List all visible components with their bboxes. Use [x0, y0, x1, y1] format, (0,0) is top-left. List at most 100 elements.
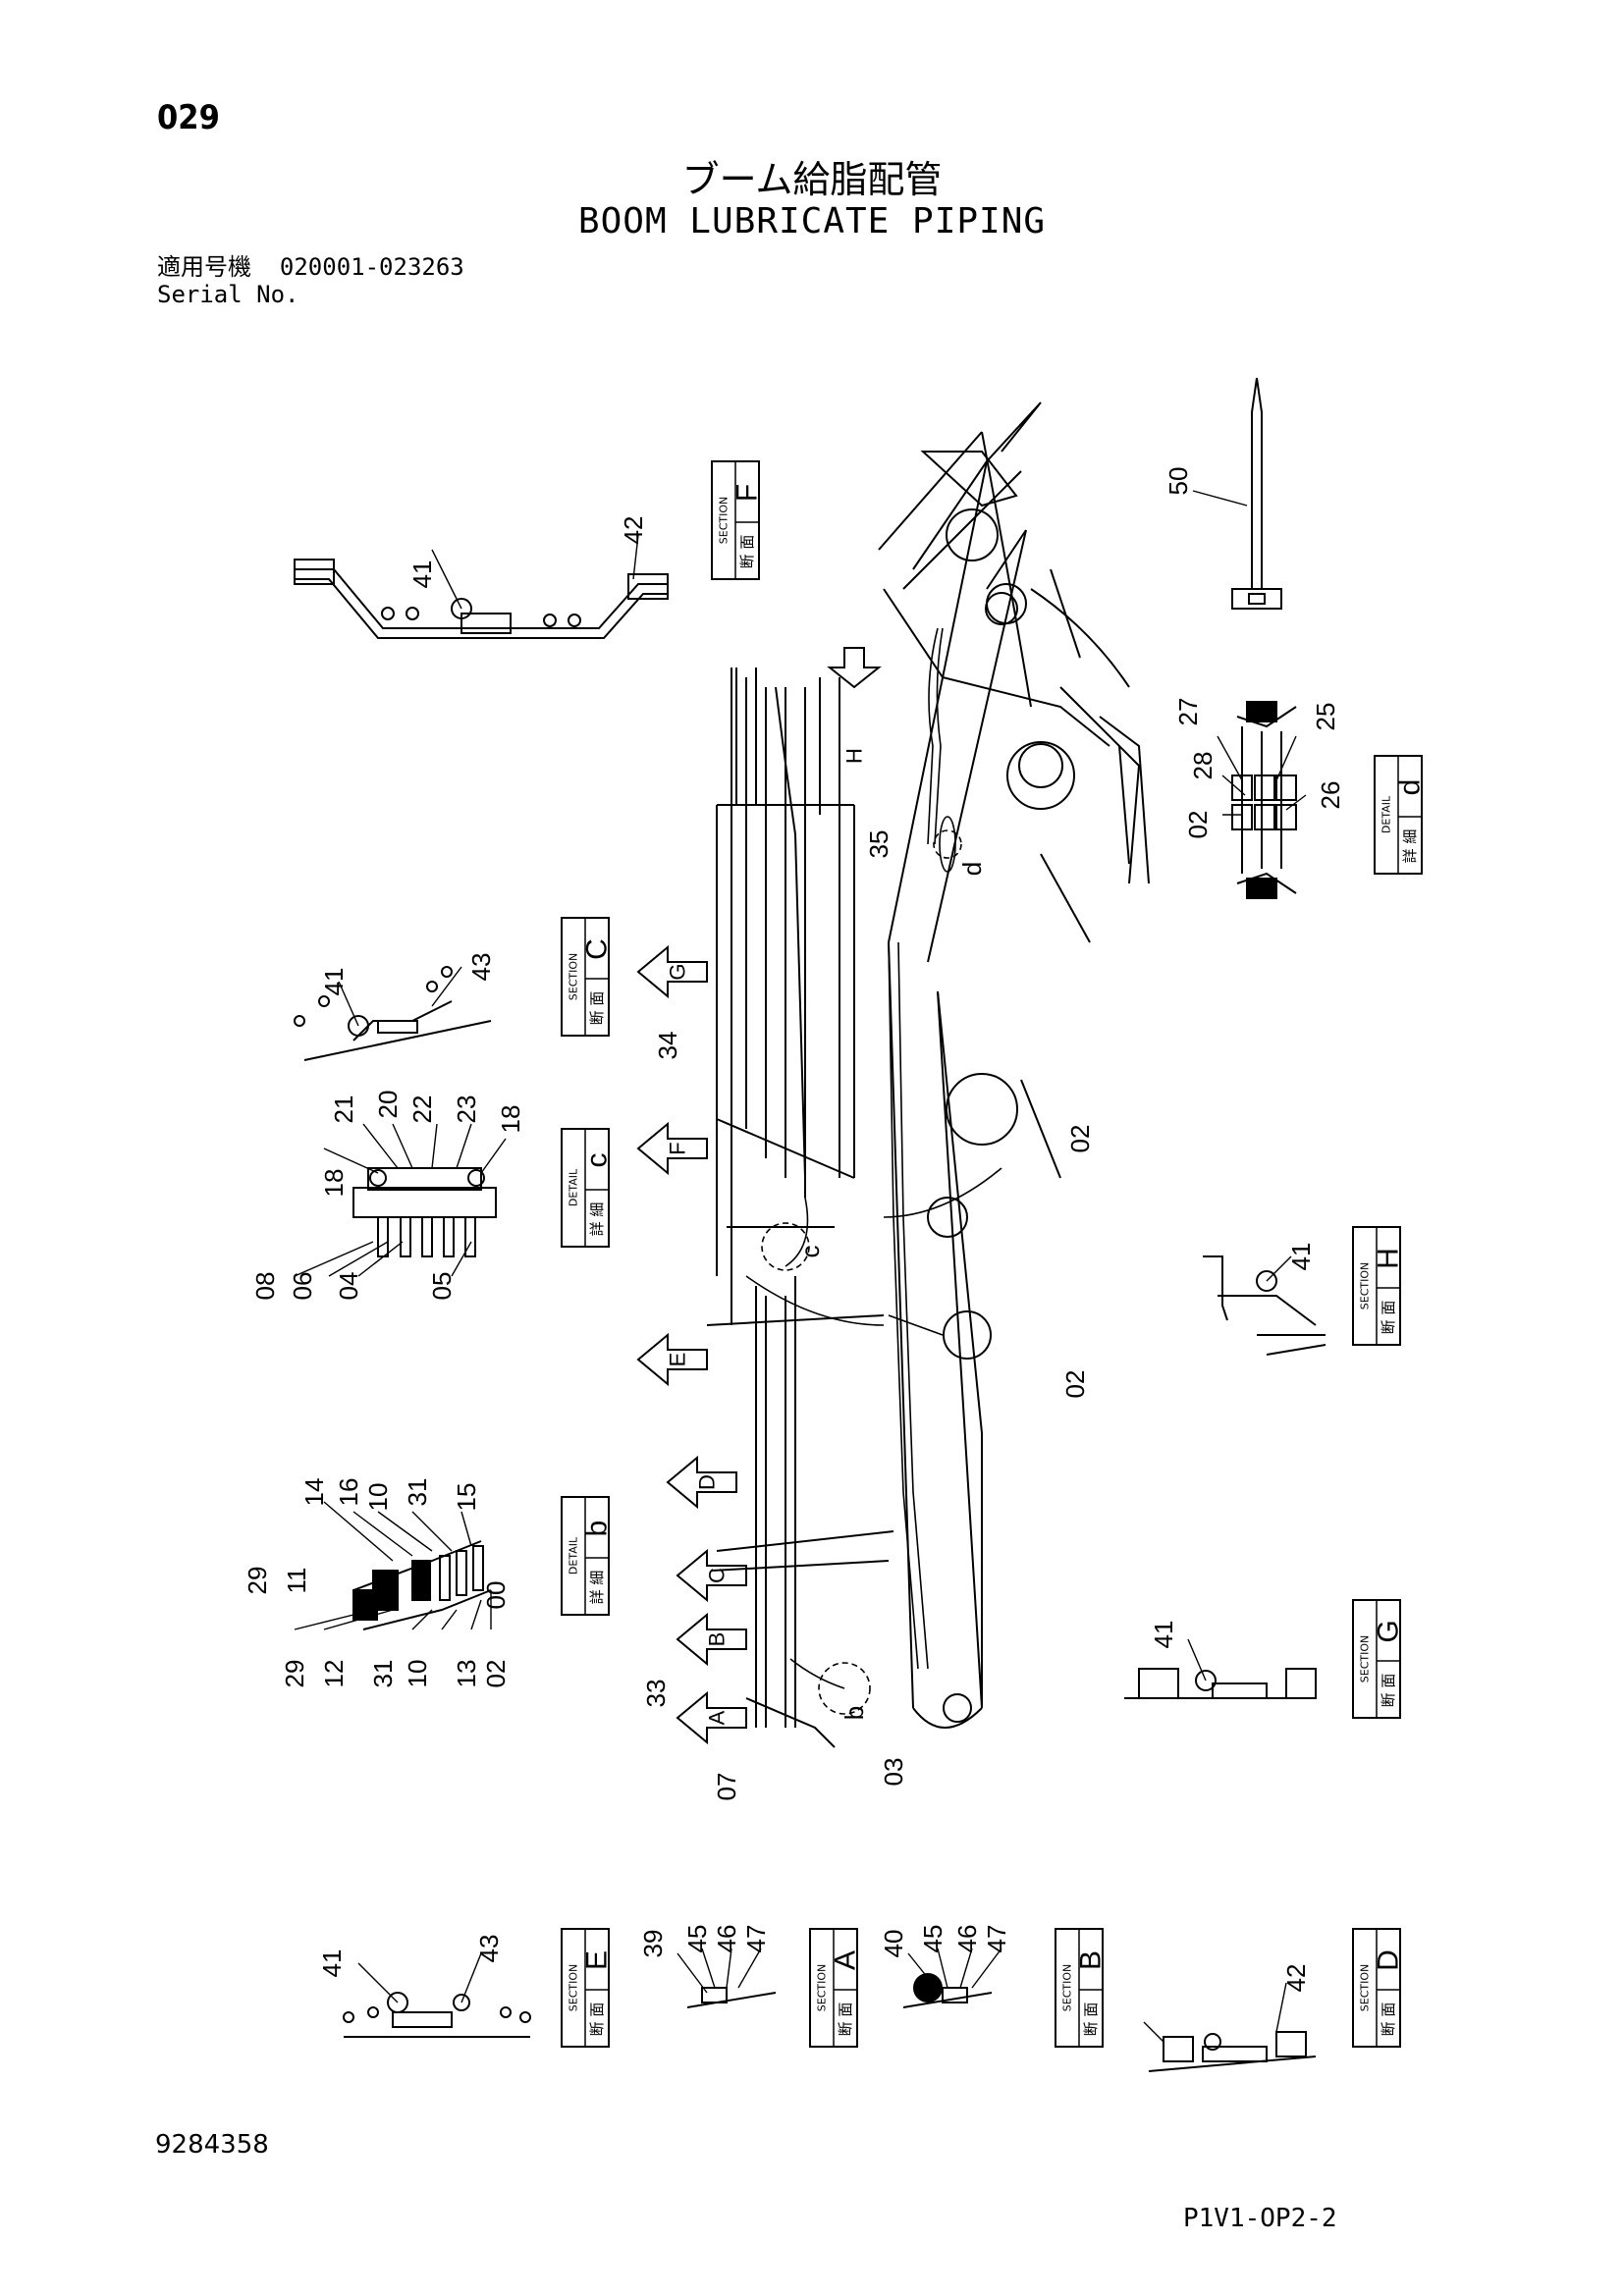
boom-cylinders — [706, 667, 894, 1748]
part-number-50: 50 — [1164, 467, 1193, 496]
section-C-label-box: C 断 面 SECTION — [561, 917, 614, 1037]
detail-marker-c: c — [795, 1246, 825, 1258]
detail-b-sketch — [294, 1501, 492, 1630]
part-number-41: 41 — [319, 968, 349, 996]
part-number-46: 46 — [712, 1925, 741, 1953]
part-number-18: 18 — [319, 1169, 349, 1198]
part-number-28: 28 — [1188, 752, 1218, 780]
box-letter: F — [731, 484, 764, 502]
box-letter: H — [1373, 1248, 1405, 1269]
box-english-label: SECTION — [568, 953, 580, 1000]
part-number-18: 18 — [496, 1105, 525, 1134]
part-number-47: 47 — [741, 1925, 771, 1953]
box-japanese-label: 断 面 — [837, 2002, 854, 2037]
part-number-34: 34 — [653, 1032, 682, 1060]
box-letter: d — [1394, 779, 1427, 796]
view-arrow-H: H — [842, 748, 867, 764]
detail-c-sketch — [294, 1123, 507, 1277]
view-arrow-D: D — [695, 1474, 720, 1490]
part-number-41: 41 — [1286, 1243, 1316, 1271]
sheet-code: P1V1-OP2-2 — [1183, 2204, 1337, 2233]
part-number-27: 27 — [1173, 698, 1203, 726]
serial-info: 適用号機 020001-023263 Serial No. — [157, 253, 464, 308]
part-number-06: 06 — [288, 1272, 317, 1301]
part-number-08: 08 — [250, 1272, 280, 1301]
box-english-label: SECTION — [718, 497, 731, 544]
view-arrow-B: B — [705, 1632, 730, 1647]
detail-c-label-box: c 詳 細 DETAIL — [561, 1128, 614, 1248]
part-number-39: 39 — [638, 1930, 668, 1958]
serial-range: 020001-023263 — [279, 253, 464, 281]
part-number-05: 05 — [427, 1272, 457, 1301]
part-number-41: 41 — [1149, 1621, 1178, 1649]
detail-marker-d: d — [957, 862, 987, 876]
box-japanese-label: 断 面 — [738, 535, 756, 569]
box-japanese-label: 断 面 — [1380, 1301, 1397, 1335]
box-letter: c — [581, 1153, 614, 1168]
section-h-sketch — [1203, 1255, 1326, 1356]
box-japanese-label: 詳 細 — [588, 1202, 606, 1237]
box-japanese-label: 断 面 — [1380, 2002, 1397, 2037]
detail-marker-b: b — [839, 1706, 869, 1720]
part-number-31: 31 — [368, 1660, 398, 1688]
part-number-00: 00 — [481, 1581, 511, 1610]
part-number-29: 29 — [280, 1660, 309, 1688]
section-c-sketch — [294, 966, 492, 1061]
part-number-22: 22 — [407, 1095, 437, 1124]
part-number-02: 02 — [1065, 1125, 1095, 1153]
cable-tie-part-50 — [1192, 377, 1282, 610]
part-number-31: 31 — [403, 1478, 432, 1507]
arm-structure — [878, 431, 1150, 884]
part-number-42: 42 — [619, 516, 648, 545]
box-japanese-label: 詳 細 — [1401, 829, 1419, 864]
part-number-03: 03 — [879, 1758, 908, 1787]
box-letter: b — [581, 1521, 614, 1537]
part-number-13: 13 — [452, 1660, 481, 1688]
part-number-41: 41 — [407, 561, 437, 589]
box-japanese-label: 断 面 — [1082, 2002, 1100, 2037]
part-number-47: 47 — [982, 1925, 1011, 1953]
lube-lines — [745, 627, 1002, 1715]
document-number: 9284358 — [155, 2130, 269, 2160]
serial-label-japanese: 適用号機 — [157, 253, 251, 281]
serial-label: Serial No. — [157, 281, 299, 308]
part-number-04: 04 — [334, 1272, 363, 1301]
box-japanese-label: 断 面 — [588, 991, 606, 1026]
part-number-14: 14 — [299, 1478, 329, 1507]
view-arrow-E: E — [666, 1353, 690, 1367]
box-letter: A — [830, 1950, 862, 1970]
part-number-16: 16 — [334, 1478, 363, 1507]
part-number-02: 02 — [1183, 811, 1213, 839]
view-arrow-C: C — [705, 1568, 730, 1583]
box-english-label: DETAIL — [568, 1536, 580, 1575]
page-number: 029 — [157, 98, 220, 137]
box-letter: G — [1373, 1620, 1405, 1642]
box-letter: E — [581, 1950, 614, 1970]
view-arrows — [636, 647, 882, 1745]
section-d-sketch — [1143, 1982, 1317, 2072]
part-number-43: 43 — [466, 953, 496, 982]
view-arrow-G: G — [666, 963, 690, 980]
box-letter: C — [581, 938, 614, 960]
part-number-29: 29 — [243, 1567, 272, 1595]
box-english-label: SECTION — [1061, 1964, 1074, 2011]
section-a-sketch — [677, 1948, 777, 2008]
detail-d-sketch — [1217, 701, 1307, 899]
part-number-35: 35 — [864, 830, 893, 859]
box-japanese-label: 詳 細 — [588, 1571, 606, 1605]
view-arrow-F: F — [666, 1142, 690, 1154]
box-english-label: SECTION — [1359, 1964, 1372, 2011]
section-f-sketch — [294, 534, 669, 639]
part-number-25: 25 — [1311, 703, 1340, 731]
part-number-12: 12 — [319, 1660, 349, 1688]
box-english-label: DETAIL — [568, 1168, 580, 1206]
